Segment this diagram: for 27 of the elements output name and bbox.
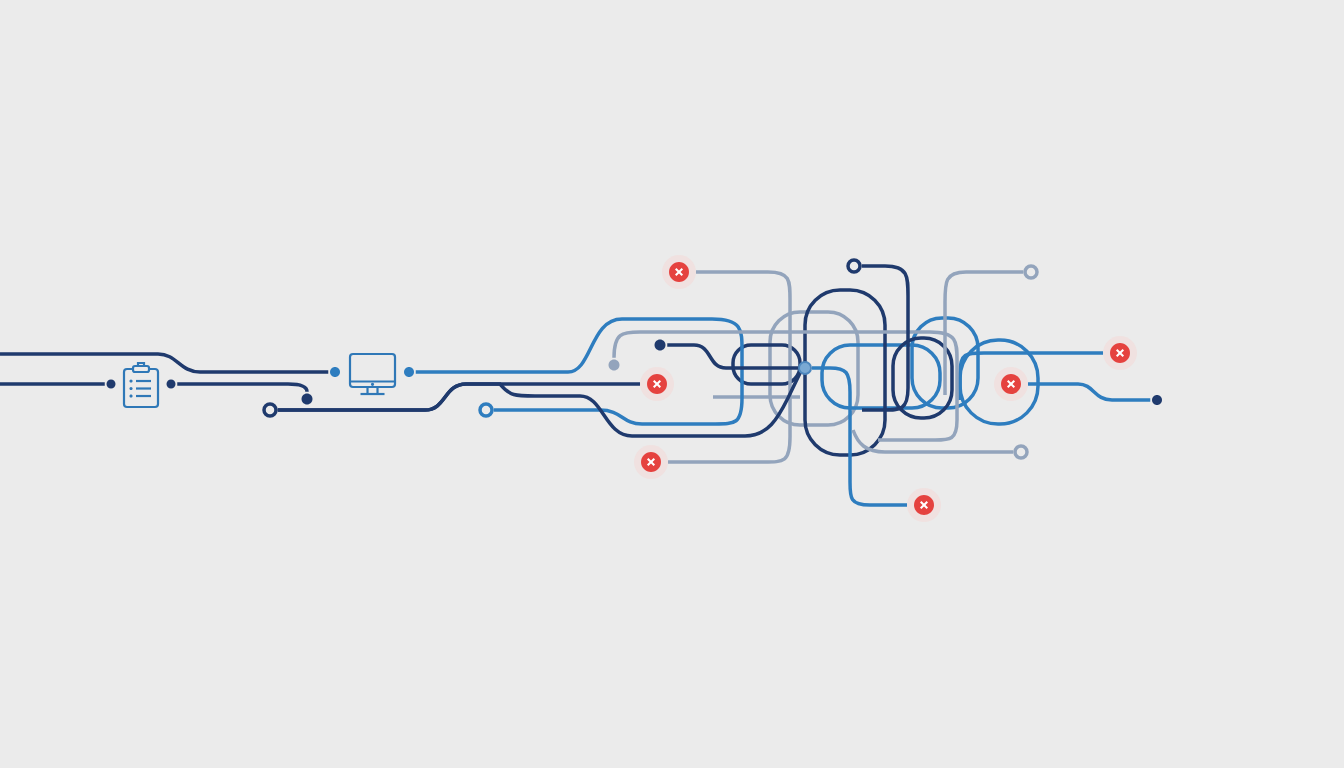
end-ring <box>1013 444 1029 460</box>
connector-line <box>0 382 105 386</box>
end-ring <box>478 402 494 418</box>
x-circle-icon <box>640 367 674 401</box>
connector-line <box>812 366 907 507</box>
end-ring <box>262 402 278 418</box>
monitor-icon <box>348 352 397 396</box>
clipboard-icon <box>122 361 160 409</box>
connector-line <box>1028 382 1151 402</box>
x-circle-icon <box>662 255 696 289</box>
connector-line <box>943 270 1024 395</box>
connector-line <box>668 270 792 464</box>
connector-line <box>612 330 959 442</box>
x-circle-icon <box>994 367 1028 401</box>
connector-line <box>277 372 802 438</box>
connector-line <box>851 429 1014 454</box>
end-ring <box>846 258 862 274</box>
x-circle-icon <box>907 488 941 522</box>
x-circle-icon <box>634 445 668 479</box>
x-circle-icon <box>1103 336 1137 370</box>
connector-line <box>0 352 329 374</box>
connector-line <box>667 343 798 370</box>
connector-line <box>415 317 744 426</box>
end-ring <box>1023 264 1039 280</box>
connector-line <box>861 264 910 412</box>
connector-line <box>958 351 1103 400</box>
connector-line <box>177 382 309 393</box>
